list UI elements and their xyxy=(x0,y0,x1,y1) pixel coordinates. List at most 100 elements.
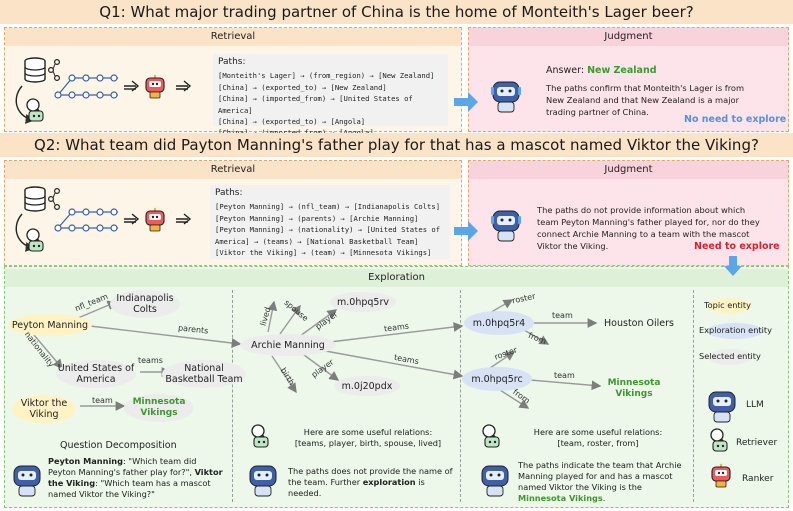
q2-right-arrow-icon-2 xyxy=(176,213,192,225)
q1-path-3: [China] → (imported_from) → [United Stat… xyxy=(218,94,413,115)
q2-database-icon xyxy=(24,186,61,212)
right-relations-box: Here are some useful relations: [team, r… xyxy=(508,427,688,449)
right-relations-intro: Here are some useful relations: xyxy=(533,427,663,437)
q1-llm-bot-icon xyxy=(491,81,521,113)
legend-exploration-label: Exploration entity xyxy=(699,325,772,335)
q1-answer-label: Answer: xyxy=(546,65,585,76)
node-m0j20pdx: m.0j20pdx xyxy=(334,376,400,396)
q2-path-4: America] → (teams) → [National Basketbal… xyxy=(215,236,419,246)
q1-answer: Answer: New Zealand xyxy=(546,65,657,77)
q2-down-arrow-icon xyxy=(724,256,742,276)
label-teams-1: teams xyxy=(138,356,163,365)
qd-2-name: Viktor the Viking xyxy=(48,467,223,488)
q1-retrieval-panel: Retrieval Paths: [Monteith's Lager] → (f… xyxy=(4,27,462,137)
q2-judgment-title: Judgment xyxy=(469,161,788,179)
right-llm-pre: The paths indicate the team that Archie … xyxy=(518,460,682,492)
legend-ranker-icon xyxy=(711,463,731,488)
mid-relations: [teams, player, birth, spouse, lived] xyxy=(294,438,442,448)
q2-question: Q2: What team did Payton Manning's fathe… xyxy=(34,136,759,154)
right-llm-answer: Minnesota Vikings xyxy=(518,493,603,503)
q2-path-2: [Peyton Manning] → (parents) → [Archie M… xyxy=(215,213,419,223)
q1-ranker-robot-icon xyxy=(145,74,165,99)
q1-retriever-bot-icon xyxy=(26,98,44,122)
q1-path-2: [China] → (exported_to) → [New Zealand] xyxy=(218,82,387,92)
q1-retrieval-title: Retrieval xyxy=(5,28,461,46)
q2-decision: Need to explore xyxy=(694,241,780,252)
q1-question: Q1: What major trading partner of China … xyxy=(99,3,694,21)
edge-lived xyxy=(267,300,278,333)
qd-1-name: Peyton Manning xyxy=(48,456,123,466)
node-m0hpq5r4: m.0hpq5r4 xyxy=(464,311,534,335)
q2-retriever-bot-icon xyxy=(26,228,44,252)
q2-paths-header: Paths: xyxy=(215,188,243,198)
mid-retriever-bot-icon xyxy=(251,424,269,448)
q1-database-icon xyxy=(24,57,61,83)
q1-answer-value: New Zealand xyxy=(587,65,657,76)
q2-llm-bot-icon xyxy=(491,210,521,242)
label-team-1: team xyxy=(92,396,113,405)
q1-paths-box: Paths: [Monteith's Lager] → (from_region… xyxy=(213,54,448,137)
legend-exploration-swatch xyxy=(707,323,763,339)
q1-judgment-title: Judgment xyxy=(469,28,788,46)
label-team-3: team xyxy=(554,371,575,380)
label-team-2: team xyxy=(552,311,573,320)
node-united-states: United States of America xyxy=(56,360,136,388)
edge-player-1 xyxy=(299,309,338,337)
mid-relations-intro: Here are some useful relations: xyxy=(303,427,433,437)
edge-nfl-team xyxy=(77,300,118,319)
qd-llm-bot-icon xyxy=(13,465,41,497)
node-indianapolis-colts: Indianapolis Colts xyxy=(110,290,180,318)
q2-judgment-panel: Judgment The paths do not provide inform… xyxy=(468,160,789,266)
q2-ranker-robot-icon xyxy=(145,207,165,232)
q1-judgment-panel: Judgment Answer: New Zealand The paths c… xyxy=(468,27,789,132)
exploration-panel: Exploration xyxy=(4,266,789,508)
q1-path-1: [Monteith's Lager] → (from_region) → [Ne… xyxy=(218,71,435,81)
edge-teams-3 xyxy=(319,349,464,380)
right-retriever-bot-icon xyxy=(482,424,500,448)
edge-team-3 xyxy=(529,379,602,391)
legend-selected-swatch xyxy=(708,349,752,365)
q2-path-5: [Viktor the Viking] → (team) → [Minnesot… xyxy=(215,248,432,258)
node-minnesota-vikings-1: Minnesota Vikings xyxy=(124,394,194,422)
node-houston-oilers: Houston Oilers xyxy=(604,317,674,329)
legend-selected-label: Selected entity xyxy=(699,351,761,361)
q1-paths-header: Paths: xyxy=(218,57,246,67)
legend-topic-swatch xyxy=(708,298,752,314)
legend-llm-icon xyxy=(708,391,736,423)
legend-llm-label: LLM xyxy=(746,400,764,410)
q2-judgment-text: The paths do not provide information abo… xyxy=(537,205,760,251)
q2-right-arrow-icon-1 xyxy=(124,213,140,225)
qd-1-text: : "Which team did Peyton Manning's fathe… xyxy=(48,456,197,477)
edge-player-2 xyxy=(299,351,340,381)
legend-ranker-label: Ranker xyxy=(742,474,774,484)
legend-topic-label: Topic entity xyxy=(704,300,751,310)
q1-graph-chain-icon xyxy=(54,74,118,99)
q2-paths-box: Paths: [Peyton Manning] → (nfl_team) → [… xyxy=(210,185,450,259)
node-viktor-the-viking: Viktor the Viking xyxy=(12,395,76,423)
edge-parents xyxy=(89,325,242,348)
edge-from-2 xyxy=(499,389,530,409)
q2-graph-chain-icon xyxy=(54,208,118,232)
mid-llm-bold: exploration xyxy=(362,477,416,487)
qd-text: Peyton Manning: "Which team did Peyton M… xyxy=(48,456,226,500)
q2-blue-arrow-icon xyxy=(454,221,478,241)
qd-2-text: : "Which team has a mascot named Viktor … xyxy=(48,478,211,499)
q1-right-arrow-icon-1 xyxy=(124,80,140,92)
edge-roster-2 xyxy=(489,351,516,369)
mid-llm-text: The paths does not provide the name of t… xyxy=(288,466,454,499)
edge-birth xyxy=(271,355,297,394)
right-llm-bot-icon xyxy=(481,465,509,497)
mid-relations-box: Here are some useful relations: [teams, … xyxy=(278,427,458,449)
node-minnesota-vikings-2: Minnesota Vikings xyxy=(607,378,661,399)
edge-from-1 xyxy=(523,329,550,345)
right-relations: [team, roster, from] xyxy=(557,438,639,448)
node-m0hpq5rc: m.0hpq5rc xyxy=(462,367,532,391)
mid-llm-post: is needed. xyxy=(288,477,425,498)
q1-path-4: [China] → (exported_to) → [Angola] xyxy=(218,117,366,127)
mid-llm-bot-icon xyxy=(249,465,277,497)
exploration-divider-3 xyxy=(693,290,694,502)
right-llm-post: . xyxy=(602,493,606,503)
q1-right-arrow-icon-2 xyxy=(176,80,192,92)
node-archie-manning: Archie Manning xyxy=(240,334,336,356)
q2-question-bar: Q2: What team did Payton Manning's fathe… xyxy=(0,133,793,157)
